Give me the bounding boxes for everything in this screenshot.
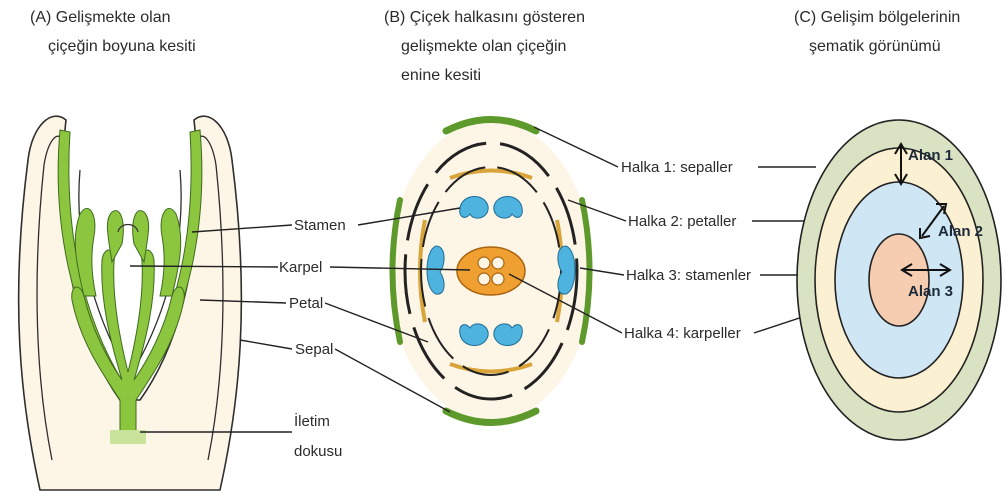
- locule-4: [492, 273, 504, 285]
- panel-b-title-line3: enine kesiti: [401, 67, 481, 84]
- zone-center: [869, 234, 929, 326]
- label-iletim-line2: dokusu: [294, 443, 342, 460]
- carpel-body: [457, 247, 525, 295]
- label-alan2: Alan 2: [938, 223, 983, 240]
- panel-c-title-line2: şematik görünümü: [809, 38, 941, 55]
- flower-longitudinal-section: [19, 116, 242, 490]
- panel-a: (A) Gelişmekte olan çiçeğin boyuna kesit…: [19, 9, 346, 490]
- label-halka3: Halka 3: stamenler: [626, 267, 751, 284]
- label-alan1: Alan 1: [908, 147, 953, 164]
- label-alan3: Alan 3: [908, 283, 953, 300]
- zones-diagram: [797, 120, 1001, 440]
- locule-3: [478, 273, 490, 285]
- panel-a-title-line1: (A) Gelişmekte olan: [30, 9, 171, 26]
- panel-c-title-line1: (C) Gelişim bölgelerinin: [794, 9, 960, 26]
- panel-a-title-line2: çiçeğin boyuna kesiti: [48, 38, 196, 55]
- label-stamen: Stamen: [294, 217, 346, 234]
- leader-karpel: [130, 266, 278, 267]
- label-halka4: Halka 4: karpeller: [624, 325, 741, 342]
- flower-cross-section: [389, 120, 593, 423]
- label-petal: Petal: [289, 295, 323, 312]
- locule-1: [478, 257, 490, 269]
- panel-b-title-line1: (B) Çiçek halkasını gösteren: [384, 9, 585, 26]
- label-sepal: Sepal: [295, 341, 333, 358]
- label-iletim-line1: İletim: [294, 412, 330, 430]
- stamen-right: [558, 246, 575, 294]
- panel-b: (B) Çiçek halkasını gösteren gelişmekte …: [325, 9, 884, 423]
- label-karpel: Karpel: [279, 259, 322, 276]
- panel-b-title-line2: gelişmekte olan çiçeğin: [401, 38, 566, 55]
- label-halka1: Halka 1: sepaller: [621, 159, 733, 176]
- panel-c: (C) Gelişim bölgelerinin şematik görünüm…: [794, 9, 1001, 440]
- label-halka2: Halka 2: petaller: [628, 213, 736, 230]
- leader-sepal: [240, 340, 292, 349]
- locule-2: [492, 257, 504, 269]
